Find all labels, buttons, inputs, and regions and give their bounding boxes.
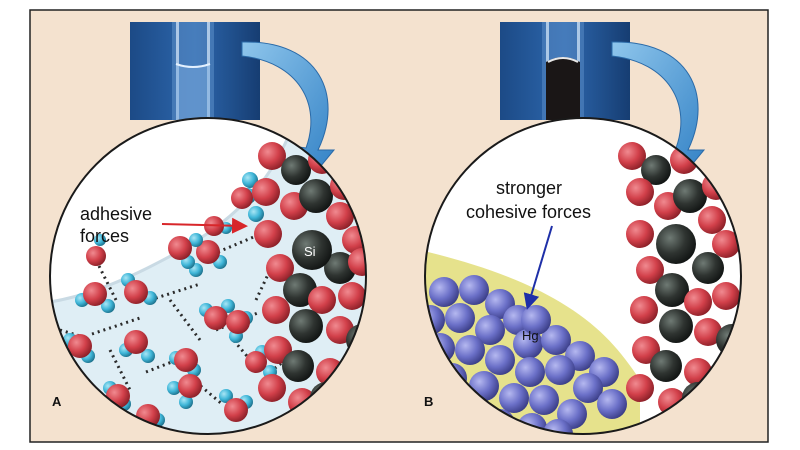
mercury-atom-label: Hg [522, 328, 539, 343]
tube-photo-water [130, 22, 260, 120]
adhesive-label-line1: adhesive [80, 204, 152, 224]
tube-photo-mercury [500, 22, 630, 120]
panel-b-letter: B [424, 394, 433, 409]
silicon-atom-label: Si [304, 244, 316, 259]
cohesive-label-line1: stronger [496, 178, 562, 198]
panel-a-letter: A [52, 394, 62, 409]
cohesive-label-line2: cohesive forces [466, 202, 591, 222]
adhesive-label-line2: forces [80, 226, 129, 246]
